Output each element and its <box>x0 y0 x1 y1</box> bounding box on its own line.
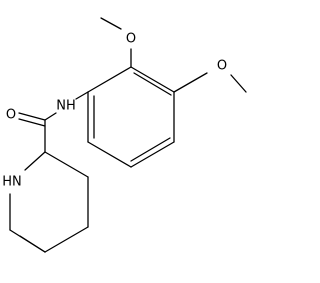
aryl-bond-3-inner <box>130 137 171 162</box>
pip-bond-c4-c5 <box>44 226 89 253</box>
piperidine-ring: HN <box>2 119 89 253</box>
aryl-bond-1-inner <box>133 72 172 96</box>
bond-o-methyl-right <box>230 74 247 93</box>
methoxy-oxygen-right: O <box>217 59 227 74</box>
amide-linkage: NH O <box>6 91 89 127</box>
molecule-structure-diagram: O O NH O HN <box>2 17 247 253</box>
pip-bond-c2-c3 <box>44 151 89 178</box>
bond-aryl-n <box>75 91 89 100</box>
methoxy-group-right: O <box>173 59 247 93</box>
pip-bond-n-c2 <box>24 151 46 171</box>
bond-n-carbonyl <box>44 112 57 121</box>
aryl-bond-6 <box>87 66 132 93</box>
bond-c6-methyl <box>9 229 46 253</box>
bond-carbonyl-c-o-1 <box>18 112 46 121</box>
methoxy-oxygen-top: O <box>126 32 136 47</box>
methoxy-group-top: O <box>100 17 136 68</box>
bond-carbonyl-c-o-2 <box>18 118 46 127</box>
bond-c4-o-right <box>173 72 208 93</box>
aryl-ring <box>87 66 175 168</box>
aryl-bond-4 <box>87 141 132 168</box>
bond-methyl-o-top <box>100 17 122 30</box>
aryl-bond-1 <box>130 66 175 93</box>
piperidine-hn: HN <box>2 175 22 190</box>
amide-nh: NH <box>56 99 76 114</box>
aryl-bond-3 <box>130 141 175 168</box>
carbonyl-oxygen: O <box>6 108 16 123</box>
